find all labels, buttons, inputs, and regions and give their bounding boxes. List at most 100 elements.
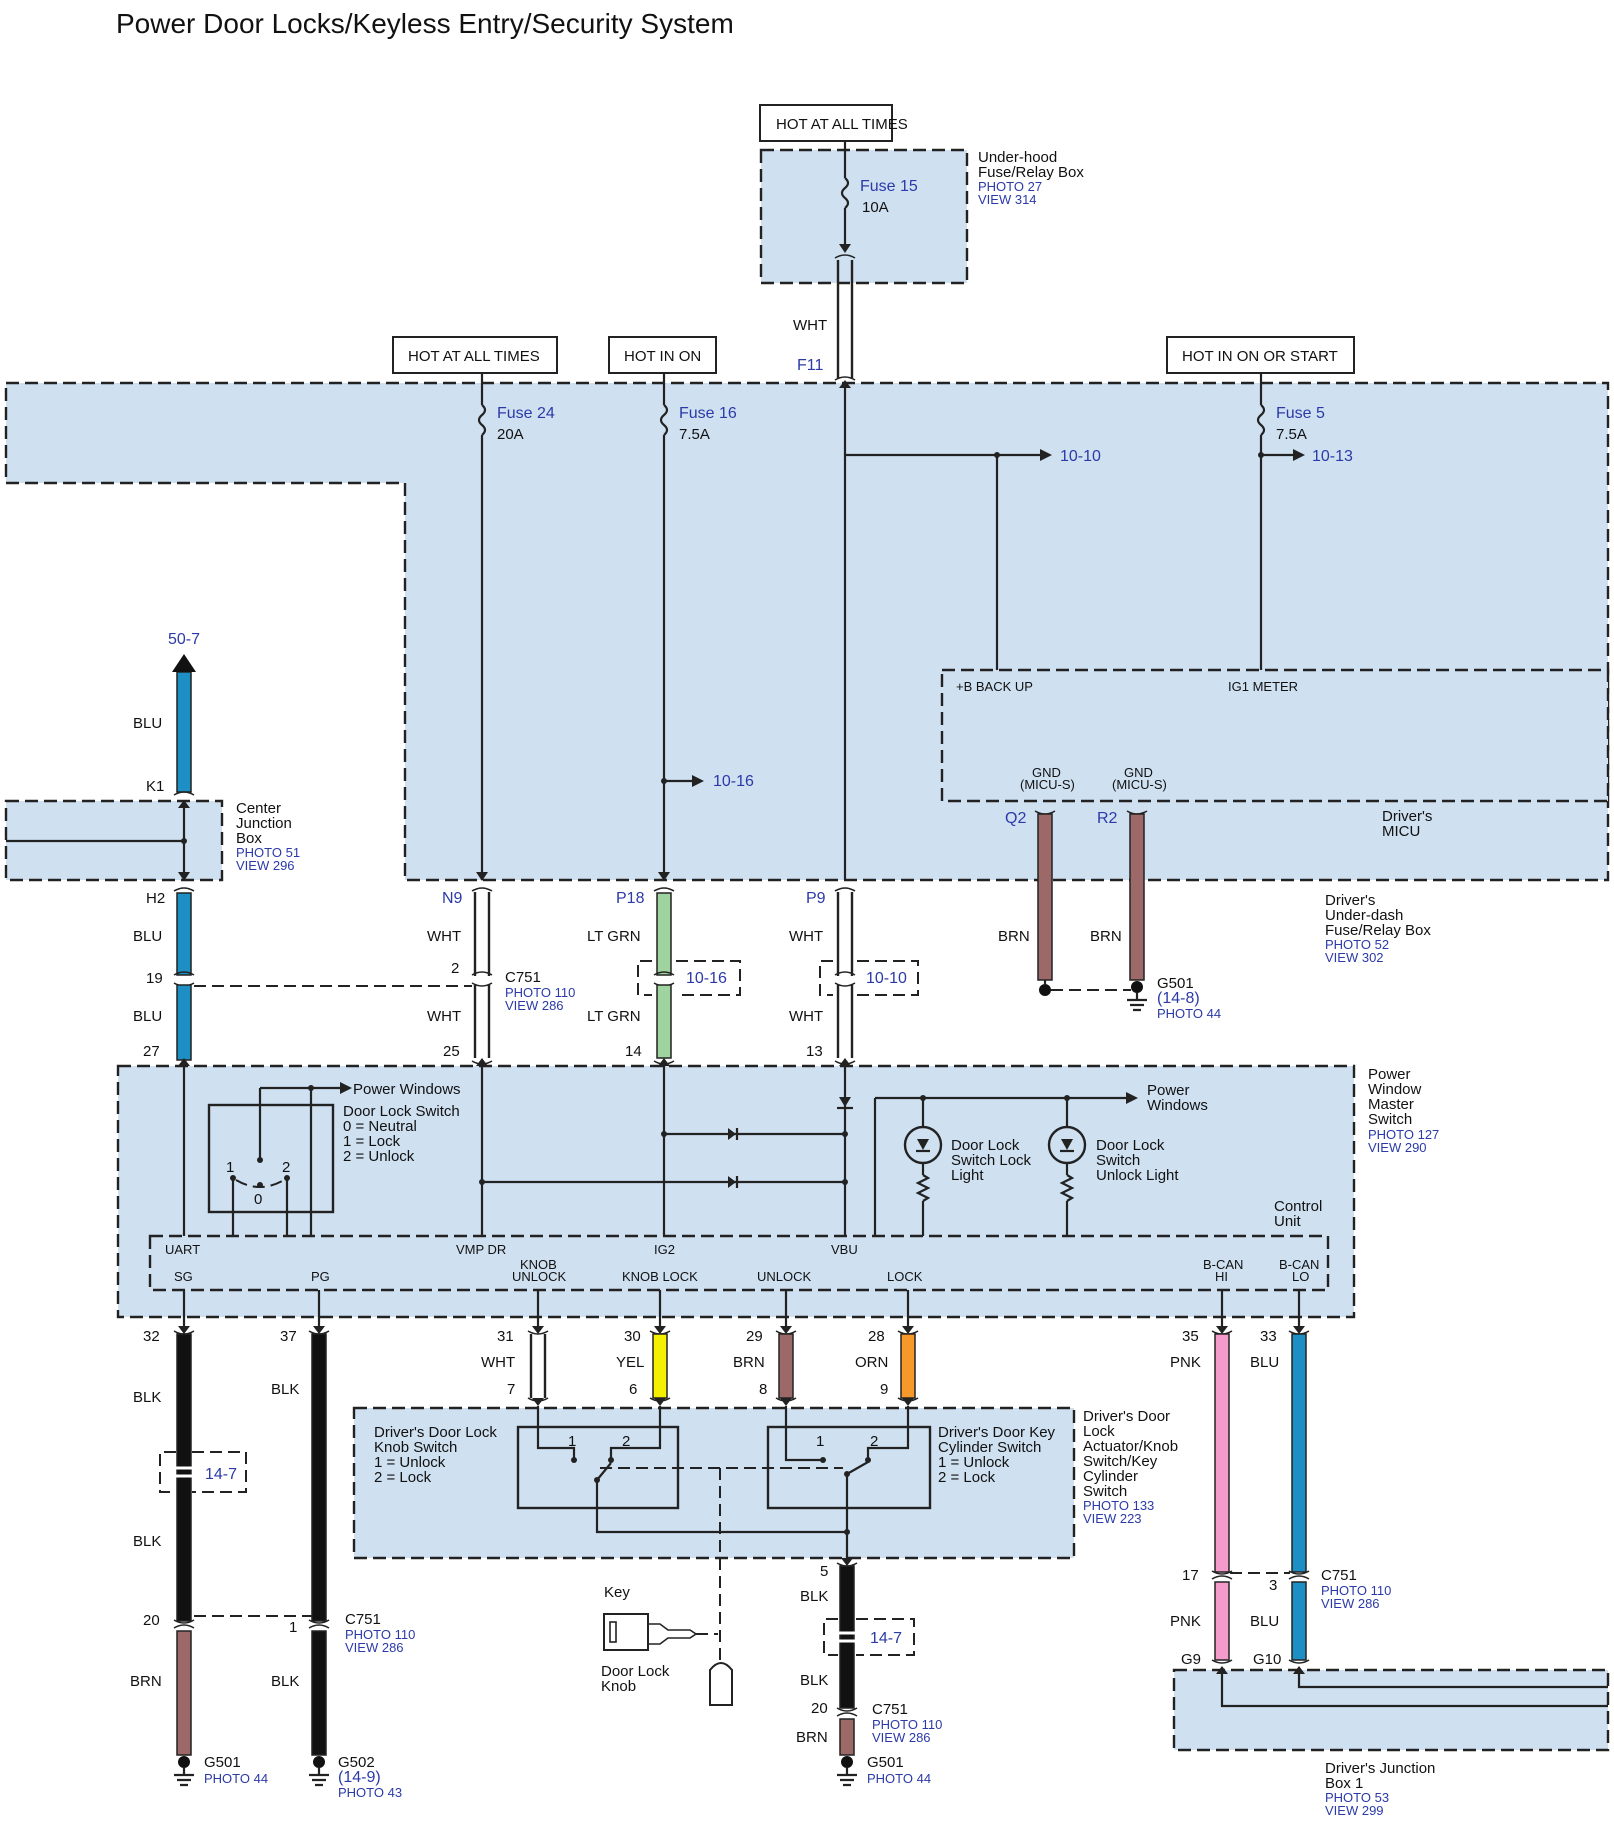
ground-g501-right-icon <box>837 1768 857 1787</box>
wire-label-blu-33: BLU <box>1250 1354 1279 1371</box>
cu-bcan-hi-2: HI <box>1215 1269 1228 1284</box>
dls-pos-2: 2 <box>282 1159 290 1176</box>
blu-wire-27 <box>176 984 192 1061</box>
wire-label-blu-g10: BLU <box>1250 1613 1279 1630</box>
pin-8: 8 <box>759 1381 767 1398</box>
wire-label-wht-n9: WHT <box>427 928 461 945</box>
pin-35: 35 <box>1182 1328 1199 1345</box>
dls-2: 2 = Unlock <box>343 1148 415 1165</box>
blu-wire-k1 <box>176 671 192 793</box>
cjb-name-2: Junction <box>236 815 292 832</box>
micu-name-2: MICU <box>1382 823 1420 840</box>
unlock-light-3: Unlock Light <box>1096 1167 1179 1184</box>
pwms-photo: PHOTO 127 <box>1368 1127 1439 1142</box>
micu-b-backup: +B BACK UP <box>956 679 1033 694</box>
wire-label-orn: ORN <box>855 1354 888 1371</box>
c751-view-2: VIEW 286 <box>345 1640 404 1655</box>
pin-p18: P18 <box>616 890 645 907</box>
pin-30: 30 <box>624 1328 641 1345</box>
pwms-name-2: Window <box>1368 1081 1422 1098</box>
underhood-fuse-box <box>759 148 969 285</box>
wht-wire-n9 <box>473 892 491 976</box>
c751-view-3: VIEW 286 <box>1321 1596 1380 1611</box>
wire-label-blk-37: BLK <box>271 1381 299 1398</box>
g502-label: G502 <box>338 1754 375 1771</box>
fuse-16-icon <box>659 404 669 436</box>
pin-f11: F11 <box>797 357 823 374</box>
arrow-50-7-icon <box>172 654 196 672</box>
cjb-view: VIEW 296 <box>236 858 295 873</box>
ref-10-16: 10-16 <box>713 773 754 790</box>
wire-label-blk-32: BLK <box>133 1389 161 1406</box>
page-title: Power Door Locks/Keyless Entry/Security … <box>116 8 734 39</box>
c751-photo-4: PHOTO 110 <box>872 1717 942 1732</box>
pin-7: 7 <box>507 1381 515 1398</box>
c751-photo-3: PHOTO 110 <box>1321 1583 1391 1598</box>
pin-g10: G10 <box>1253 1651 1281 1668</box>
micu-gnd-r2-sub: (MICU-S) <box>1112 777 1167 792</box>
cjb-photo: PHOTO 51 <box>236 845 300 860</box>
fuse-24-label: Fuse 24 <box>497 405 555 422</box>
key-pos-1: 1 <box>816 1433 824 1450</box>
key-label: Key <box>604 1584 630 1601</box>
drivers-junction-box-1 <box>1172 1668 1610 1752</box>
pwms-name-3: Master <box>1368 1096 1414 1113</box>
wire-label-wht-p9: WHT <box>789 928 823 945</box>
control-unit-2: Unit <box>1274 1213 1302 1230</box>
power-windows-label-1: Power Windows <box>353 1081 461 1098</box>
wire-label-blk-20: BLK <box>133 1533 161 1550</box>
cu-bcan-lo-2: LO <box>1292 1269 1309 1284</box>
micu-gnd-q2: GND <box>1032 765 1061 780</box>
ref-50-7: 50-7 <box>168 631 200 648</box>
wht-wire-31 <box>529 1334 547 1398</box>
actuator-view: VIEW 223 <box>1083 1511 1142 1526</box>
pin-14: 14 <box>625 1043 642 1060</box>
hot-in-on-label <box>608 336 717 374</box>
blu-wire-33 <box>1291 1333 1307 1573</box>
key-pos-2: 2 <box>870 1433 878 1450</box>
actuator-photo: PHOTO 133 <box>1083 1498 1154 1513</box>
jb1-view: VIEW 299 <box>1325 1803 1384 1818</box>
key-sw-1: Driver's Door Key <box>938 1424 1056 1441</box>
blu-wire-h2 <box>176 892 192 976</box>
pin-p9: P9 <box>806 890 826 907</box>
lock-light-1: Door Lock <box>951 1137 1020 1154</box>
fuse-16-rating: 7.5A <box>679 426 710 443</box>
knob-sw-2: Knob Switch <box>374 1439 457 1456</box>
fuse-5-icon <box>1256 404 1266 436</box>
micu-box <box>940 668 1610 803</box>
pin-5: 5 <box>820 1563 828 1580</box>
wire-label-blu-h2: BLU <box>133 928 162 945</box>
actuator-name-6: Switch <box>1083 1483 1127 1500</box>
door-lock-switch-box <box>207 1103 335 1214</box>
c751-label-2: C751 <box>345 1611 381 1628</box>
pin-20-left: 20 <box>143 1612 160 1629</box>
micu-gnd-q2-sub: (MICU-S) <box>1020 777 1075 792</box>
cu-vmp-dr: VMP DR <box>456 1242 506 1257</box>
pin-3: 3 <box>1269 1577 1277 1594</box>
pin-h2: H2 <box>146 890 165 907</box>
wire-label-ltgrn-p18: LT GRN <box>587 928 641 945</box>
g501-left-photo: PHOTO 44 <box>204 1771 268 1786</box>
wire-label-yel: YEL <box>616 1354 644 1371</box>
pin-9: 9 <box>880 1381 888 1398</box>
pin-28: 28 <box>868 1328 885 1345</box>
key-icon <box>603 1613 649 1651</box>
underhood-name-1: Under-hood <box>978 149 1057 166</box>
g502-photo: PHOTO 43 <box>338 1785 402 1800</box>
wire-label-blk-5: BLK <box>800 1588 828 1605</box>
pin-q2: Q2 <box>1005 810 1026 827</box>
ground-g501-left-icon <box>174 1768 194 1787</box>
cu-knob-lock: KNOB LOCK <box>622 1269 698 1284</box>
blk-wire-37 <box>311 1333 327 1622</box>
g501-right-label: G501 <box>867 1754 904 1771</box>
actuator-name-4: Switch/Key <box>1083 1453 1158 1470</box>
knob-pos-1: 1 <box>568 1433 576 1450</box>
underdash-name-3: Fuse/Relay Box <box>1325 922 1431 939</box>
hot-in-on-text: HOT IN ON <box>624 348 701 365</box>
cjb-name-3: Box <box>236 830 262 847</box>
power-windows-label-2b: Windows <box>1147 1097 1208 1114</box>
ground-g501-top-icon <box>1127 993 1147 1012</box>
unlock-light-2: Switch <box>1096 1152 1140 1169</box>
